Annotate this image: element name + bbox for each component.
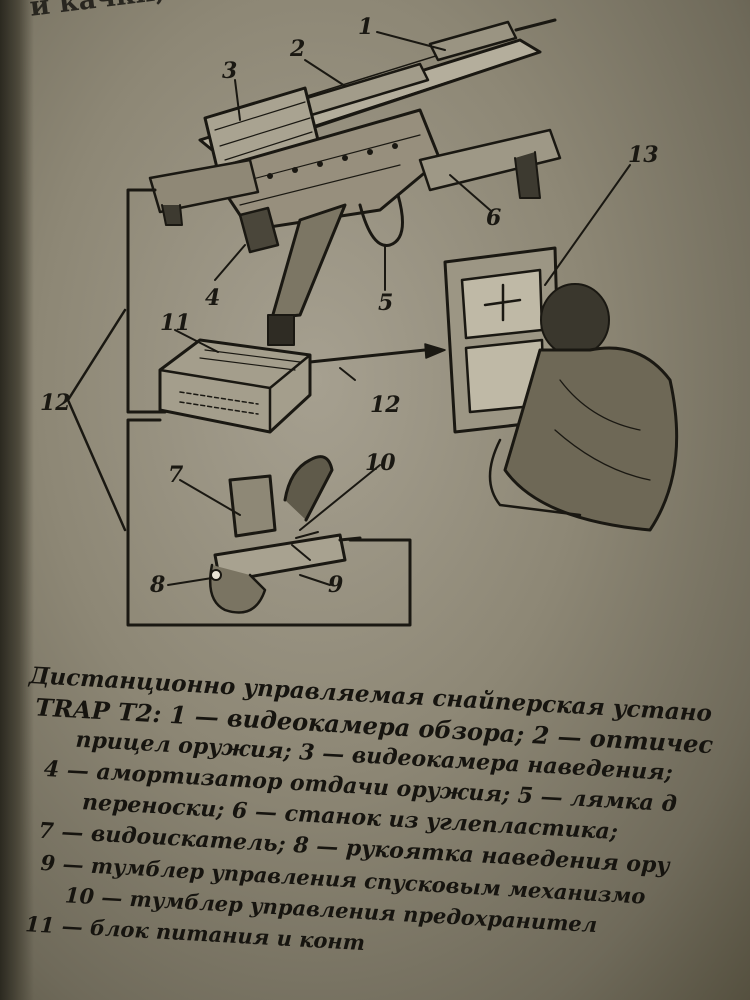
monitor-operator-drawing (443, 246, 679, 532)
figure-labels: 1 2 3 4 5 6 7 8 9 10 11 12 12 13 (40, 14, 659, 598)
trigger-controller-drawing (208, 455, 362, 614)
label-11: 11 (160, 310, 191, 336)
figure-caption: Дистанционно управляемая снайперская уст… (14, 660, 750, 981)
book-gutter-shadow (0, 0, 34, 1000)
label-1: 1 (358, 14, 373, 40)
label-13: 13 (628, 142, 659, 168)
label-8: 8 (149, 572, 165, 598)
control-unit-drawing (158, 338, 312, 434)
label-2: 2 (289, 36, 305, 62)
label-10: 10 (365, 450, 396, 476)
weapon-mount-drawing (148, 18, 562, 346)
label-12-left: 12 (40, 390, 71, 416)
sniper-system-illustration: 1 2 3 4 5 6 7 8 9 10 11 12 12 13 (40, 14, 679, 627)
label-3: 3 (222, 58, 237, 84)
label-4: 4 (205, 285, 220, 311)
signal-arrow (308, 343, 446, 364)
connection-cables (126, 188, 412, 627)
label-12-arrow: 12 (370, 392, 401, 418)
label-7: 7 (168, 462, 184, 488)
label-6: 6 (486, 205, 501, 231)
leader-lines (66, 31, 631, 586)
label-5: 5 (378, 290, 393, 316)
label-9: 9 (328, 572, 343, 598)
